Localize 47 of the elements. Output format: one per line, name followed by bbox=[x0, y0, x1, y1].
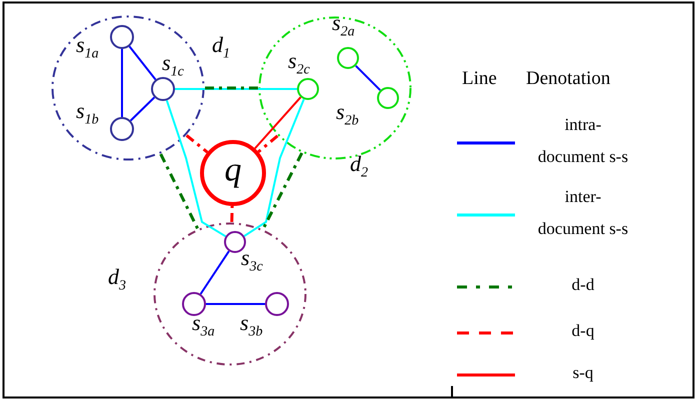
sentence-circle bbox=[377, 87, 399, 109]
legend-text: s-q bbox=[572, 363, 594, 384]
sentence-circle bbox=[110, 117, 134, 141]
node-label: d$_{1}$ bbox=[212, 34, 230, 62]
node-label: q bbox=[224, 153, 242, 188]
node-label: d$_{2}$ bbox=[350, 153, 368, 180]
node-label: s$_{1a}$ bbox=[76, 34, 99, 62]
query-circle bbox=[200, 140, 266, 206]
sentence-circle bbox=[265, 292, 289, 316]
connector-line bbox=[206, 303, 265, 305]
legend-text: inter- document s-s bbox=[536, 186, 630, 240]
connector-line bbox=[257, 134, 278, 154]
sentence-circle bbox=[297, 78, 319, 100]
node-label: s$_{3a}$ bbox=[192, 312, 215, 340]
connector-line bbox=[200, 250, 230, 295]
node-label: s$_{2b}$ bbox=[336, 101, 359, 128]
node-label: s$_{1c}$ bbox=[162, 52, 184, 80]
connector-line bbox=[130, 96, 156, 122]
sentence-circle bbox=[337, 47, 359, 69]
connector-line bbox=[262, 152, 304, 230]
node-label: s$_{2c}$ bbox=[288, 50, 310, 78]
legend-text: d-d bbox=[570, 275, 596, 296]
sentence-circle bbox=[110, 25, 134, 49]
connector-line bbox=[128, 46, 156, 80]
table-header: Line bbox=[462, 68, 497, 91]
connector-line bbox=[159, 153, 199, 230]
connector-line bbox=[175, 88, 297, 90]
connector-line bbox=[166, 100, 226, 238]
node-label: d$_{3}$ bbox=[108, 266, 126, 294]
connector-line bbox=[121, 49, 123, 117]
node-label: s$_{2a}$ bbox=[332, 12, 355, 40]
node-label: s$_{3c}$ bbox=[241, 247, 263, 274]
sentence-circle bbox=[182, 292, 206, 316]
sentence-circle bbox=[151, 77, 175, 101]
connector-line bbox=[254, 96, 302, 150]
node-label: s$_{3b}$ bbox=[240, 312, 263, 340]
node-label: s$_{1b}$ bbox=[76, 100, 99, 128]
table-header: Denotation bbox=[526, 68, 610, 91]
connector-line bbox=[205, 86, 258, 90]
document-cluster bbox=[51, 15, 205, 161]
connector-line bbox=[230, 206, 234, 222]
connector-line bbox=[186, 134, 208, 154]
connector-line bbox=[355, 65, 381, 91]
connector-line bbox=[244, 98, 305, 237]
document-cluster bbox=[153, 222, 307, 366]
legend-text: d-q bbox=[570, 321, 596, 342]
sentence-circle bbox=[224, 231, 246, 253]
